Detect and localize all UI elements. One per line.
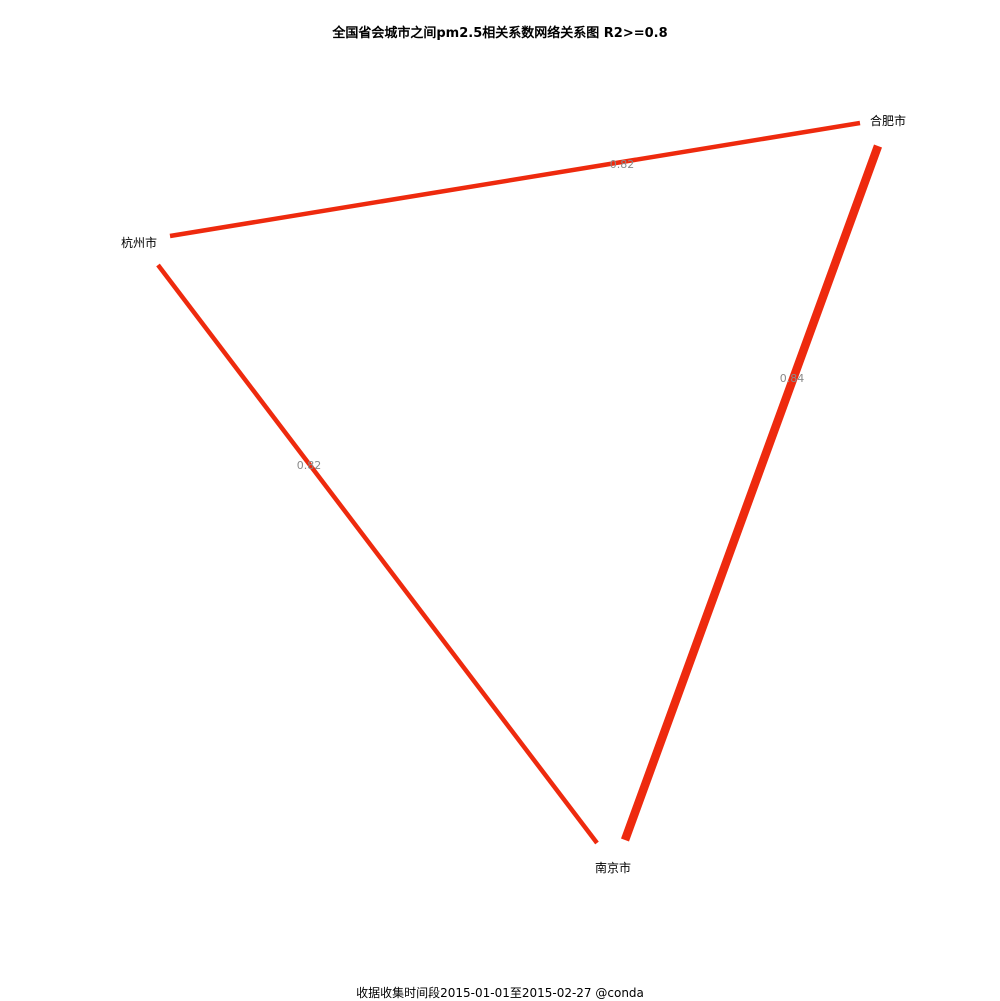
edge-hangzhou-hefei [169,120,861,239]
node-label-hangzhou: 杭州市 [121,235,157,250]
edge-label-hangzhou-hefei: 0.82 [610,158,635,171]
chart-title: 全国省会城市之间pm2.5相关系数网络关系图 R2>=0.8 [332,26,668,41]
edge-label-hefei-nanjing: 0.84 [780,372,805,385]
edges-group [156,120,882,845]
footer-caption: 收据收集时间段2015-01-01至2015-02-27 @conda [356,986,644,1000]
edge-hangzhou-nanjing [156,263,599,845]
edge-hefei-nanjing [621,144,882,842]
node-label-nanjing: 南京市 [595,860,631,875]
node-label-hefei: 合肥市 [870,113,906,128]
edge-labels-group: 0.82 0.84 0.82 [297,158,805,472]
edge-label-hangzhou-nanjing: 0.82 [297,459,322,472]
